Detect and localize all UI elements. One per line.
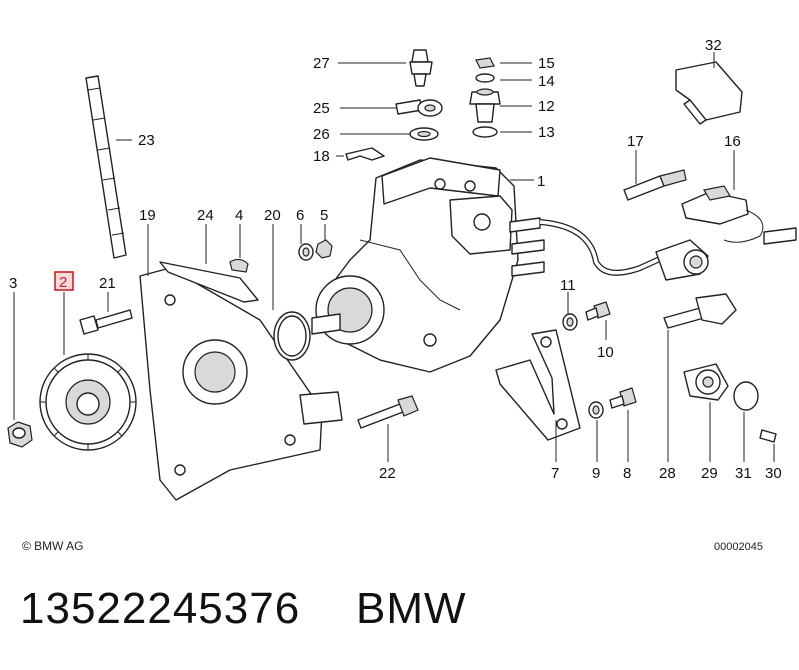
callout-28: 28 xyxy=(659,465,676,482)
part-29-connector xyxy=(683,363,729,401)
callout-17: 17 xyxy=(627,133,644,150)
part-8-bolt xyxy=(609,387,637,409)
part-10-bolt xyxy=(585,301,611,321)
callout-1: 1 xyxy=(537,173,545,190)
part-2-sprocket xyxy=(39,353,137,451)
part-20-oring xyxy=(273,311,311,361)
part-30-pin xyxy=(759,429,777,443)
part-14-washer xyxy=(475,73,495,83)
part-5-nut xyxy=(315,239,333,259)
part-23-rail xyxy=(85,75,127,259)
callout-25: 25 xyxy=(313,100,330,117)
callout-12: 12 xyxy=(538,98,555,115)
part-13-oring xyxy=(472,126,498,138)
part-6-washer xyxy=(298,243,314,261)
callout-9: 9 xyxy=(592,465,600,482)
callout-11: 11 xyxy=(560,277,576,294)
callout-23: 23 xyxy=(138,132,155,149)
part-17-stud xyxy=(623,169,687,201)
callout-4: 4 xyxy=(235,207,243,224)
callout-7: 7 xyxy=(551,465,559,482)
callout-20: 20 xyxy=(264,207,281,224)
part-16-sensor xyxy=(681,185,797,245)
callout-27: 27 xyxy=(313,55,330,72)
callout-2: 2 xyxy=(59,274,67,291)
callout-21: 21 xyxy=(99,275,116,292)
callout-26: 26 xyxy=(313,126,330,143)
part-25-banjo-fitting xyxy=(395,99,443,117)
part-32-bracket xyxy=(675,61,743,125)
callout-5: 5 xyxy=(320,207,328,224)
part-3-nut xyxy=(7,421,33,448)
part-22-bolt xyxy=(357,395,419,429)
callout-10: 10 xyxy=(597,344,614,361)
callout-29: 29 xyxy=(701,465,718,482)
callout-24: 24 xyxy=(197,207,214,224)
part-9-washer xyxy=(588,401,604,419)
callout-13: 13 xyxy=(538,124,555,141)
part-28-elbow xyxy=(663,293,737,329)
callout-8: 8 xyxy=(623,465,631,482)
part-4-key xyxy=(229,258,249,273)
leader-lines xyxy=(13,52,775,462)
part-12-valve xyxy=(469,88,501,123)
callout-32: 32 xyxy=(705,37,722,54)
part-11-washer xyxy=(562,313,578,331)
part-31-oring xyxy=(733,381,759,411)
part-18-clip xyxy=(345,147,385,161)
callout-22: 22 xyxy=(379,465,396,482)
part-7-bracket xyxy=(495,329,581,441)
part-21-bolt xyxy=(79,309,133,335)
part-number: 13522245376 xyxy=(20,584,301,633)
callout-3: 3 xyxy=(9,275,17,292)
part-15-cap xyxy=(475,57,495,69)
exploded-parts-diagram: 1 2 3 4 5 6 7 8 9 10 11 12 13 14 15 16 1… xyxy=(7,37,797,501)
callout-30: 30 xyxy=(765,465,782,482)
callout-16: 16 xyxy=(724,133,741,150)
part-27-banjo-bolt xyxy=(409,49,433,87)
callout-2-highlight xyxy=(54,271,74,291)
part-26-washer xyxy=(409,127,439,141)
part-1-injection-pump xyxy=(311,157,545,373)
diagram-reference-code: 00002045 xyxy=(714,541,763,553)
callout-14: 14 xyxy=(538,73,555,90)
callout-6: 6 xyxy=(296,207,304,224)
callout-19: 19 xyxy=(139,207,156,224)
callout-31: 31 xyxy=(735,465,752,482)
part-24-strip xyxy=(159,261,259,303)
callout-18: 18 xyxy=(313,148,330,165)
wiring-harness xyxy=(539,219,709,281)
brand-name: BMW xyxy=(356,584,467,633)
copyright-notice: © BMW AG xyxy=(22,539,84,553)
part-19-housing-plate xyxy=(139,267,343,501)
callout-15: 15 xyxy=(538,55,555,72)
callout-labels: 1 2 3 4 5 6 7 8 9 10 11 12 13 14 15 16 1… xyxy=(9,37,782,482)
